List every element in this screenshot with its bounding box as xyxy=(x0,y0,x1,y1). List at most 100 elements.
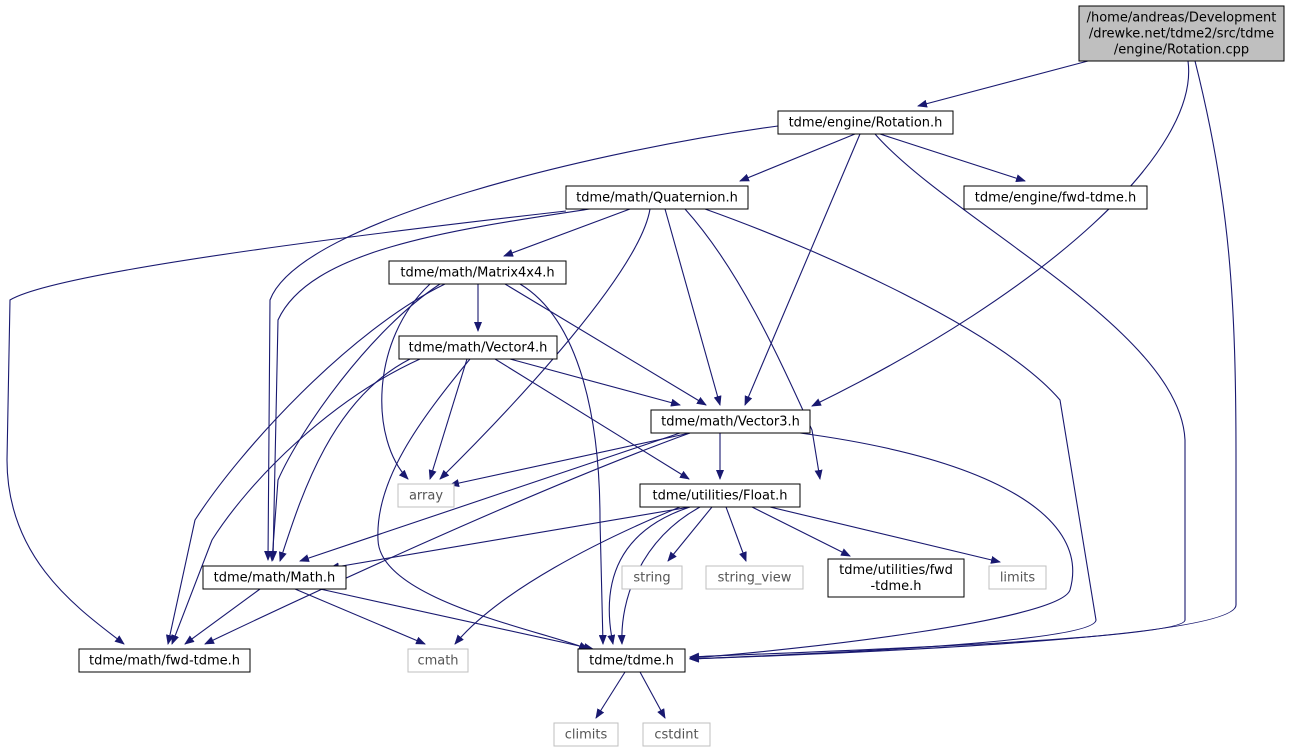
dependency-edge xyxy=(294,588,426,645)
node-label: tdme/math/fwd-tdme.h xyxy=(89,654,240,669)
node-math-fwd[interactable]: tdme/math/fwd-tdme.h xyxy=(78,648,251,673)
node-box xyxy=(827,558,965,598)
node-box xyxy=(639,483,801,508)
node-box xyxy=(78,648,251,673)
node-label: climits xyxy=(565,728,608,743)
dependency-edge xyxy=(184,588,261,645)
node-string: string xyxy=(621,565,683,590)
dependency-edge xyxy=(319,588,594,651)
dependency-edge xyxy=(264,125,779,561)
dependency-edge xyxy=(744,133,861,406)
dependency-edge xyxy=(268,283,441,562)
node-label: tdme/engine/Rotation.h xyxy=(789,116,943,131)
node-cmath: cmath xyxy=(407,648,469,673)
node-climits: climits xyxy=(553,722,619,747)
node-label: tdme/utilities/fwd xyxy=(839,563,953,578)
dependency-edge xyxy=(504,283,707,406)
dependency-edge xyxy=(689,208,1097,663)
dependency-edge xyxy=(279,358,411,562)
node-engine-fwd[interactable]: tdme/engine/fwd-tdme.h xyxy=(963,185,1148,210)
node-label: tdme/utilities/Float.h xyxy=(653,489,788,504)
node-box xyxy=(777,110,954,135)
node-tdme[interactable]: tdme/tdme.h xyxy=(577,648,686,673)
dependency-edge xyxy=(377,358,589,650)
node-vector3[interactable]: tdme/math/Vector3.h xyxy=(650,409,811,434)
node-box xyxy=(642,722,711,747)
node-box xyxy=(565,185,749,210)
dependency-edge xyxy=(595,671,626,719)
dependency-edge xyxy=(607,506,691,645)
dependency-edge xyxy=(329,506,691,571)
node-label: string xyxy=(633,571,670,586)
dependency-edge xyxy=(494,358,690,480)
node-box xyxy=(963,185,1148,210)
node-box xyxy=(988,565,1047,590)
node-label: /drewke.net/tdme2/src/tdme xyxy=(1089,27,1274,42)
node-box xyxy=(388,260,567,285)
node-label: tdme/math/Vector3.h xyxy=(661,415,800,430)
dependency-edge xyxy=(503,208,631,257)
dependency-edge xyxy=(751,506,851,557)
node-label: cstdint xyxy=(654,728,698,743)
node-label: tdme/math/Math.h xyxy=(214,571,336,586)
node-box xyxy=(705,565,804,590)
dependency-edge xyxy=(449,432,691,488)
node-label: cmath xyxy=(417,654,458,669)
dependency-edge xyxy=(917,60,1089,108)
node-float[interactable]: tdme/utilities/Float.h xyxy=(639,483,801,508)
dependency-edge xyxy=(509,358,681,407)
node-string-view: string_view xyxy=(705,565,804,590)
node-box xyxy=(407,648,469,673)
dependency-edge xyxy=(739,133,856,182)
node-limits: limits xyxy=(988,565,1047,590)
node-label: tdme/tdme.h xyxy=(589,654,674,669)
node-box xyxy=(202,565,347,590)
node-label: array xyxy=(409,489,443,504)
node-box xyxy=(650,409,811,434)
dependency-edge xyxy=(171,358,421,645)
dependency-edge xyxy=(6,210,567,645)
dependency-edge xyxy=(769,506,1001,564)
node-array: array xyxy=(397,483,455,508)
node-vector4[interactable]: tdme/math/Vector4.h xyxy=(398,335,558,360)
dependency-edge xyxy=(684,208,823,480)
dependency-edge xyxy=(725,506,747,562)
edges xyxy=(6,60,1237,719)
node-label: string_view xyxy=(718,571,792,586)
nodes: /home/andreas/Development/drewke.net/tdm… xyxy=(78,5,1285,747)
node-label: tdme/engine/fwd-tdme.h xyxy=(975,191,1136,206)
node-box xyxy=(397,483,455,508)
node-label: tdme/math/Matrix4x4.h xyxy=(400,266,554,281)
dependency-edge xyxy=(381,283,431,480)
node-matrix[interactable]: tdme/math/Matrix4x4.h xyxy=(388,260,567,285)
dependency-edge xyxy=(811,60,1190,407)
dependency-edge xyxy=(689,432,1074,662)
dependency-edge xyxy=(299,432,681,562)
node-label: limits xyxy=(1000,571,1036,586)
dependency-edge xyxy=(269,208,591,561)
node-quaternion[interactable]: tdme/math/Quaternion.h xyxy=(565,185,749,210)
dependency-edge xyxy=(689,133,1186,661)
dependency-edge xyxy=(439,208,651,480)
dependency-edge xyxy=(879,133,1026,183)
dependency-edge xyxy=(664,208,722,406)
node-box xyxy=(577,648,686,673)
node-label: tdme/math/Vector4.h xyxy=(409,341,548,356)
node-util-fwd[interactable]: tdme/utilities/fwd-tdme.h xyxy=(827,558,965,598)
dependency-edge xyxy=(428,358,468,480)
node-label: -tdme.h xyxy=(870,579,921,594)
node-label: /home/andreas/Development xyxy=(1087,11,1277,26)
node-box xyxy=(1078,5,1285,62)
node-root[interactable]: /home/andreas/Development/drewke.net/tdm… xyxy=(1078,5,1285,62)
dependency-edge xyxy=(519,283,607,645)
dependency-edge xyxy=(689,60,1237,663)
dependency-edge xyxy=(639,671,666,719)
node-math[interactable]: tdme/math/Math.h xyxy=(202,565,347,590)
dependency-edge xyxy=(667,506,713,562)
node-box xyxy=(621,565,683,590)
node-rotation[interactable]: tdme/engine/Rotation.h xyxy=(777,110,954,135)
dependency-edge xyxy=(166,283,446,645)
dependency-edge xyxy=(204,432,691,645)
node-cstdint: cstdint xyxy=(642,722,711,747)
